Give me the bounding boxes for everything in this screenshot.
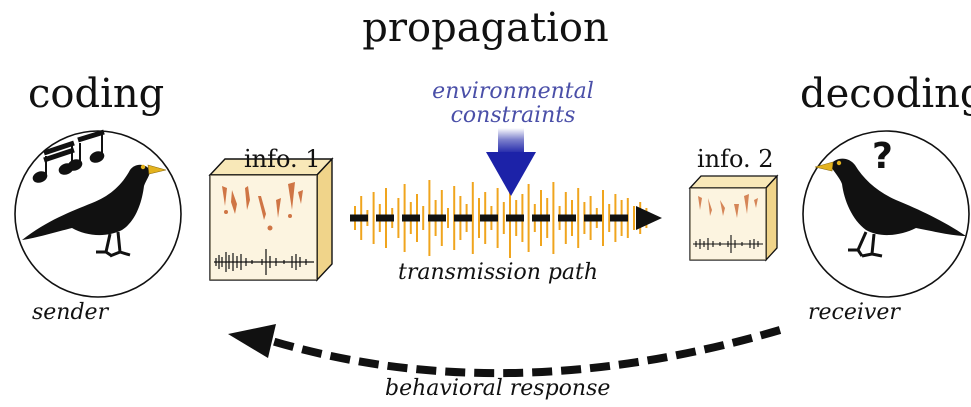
title: propagation	[362, 5, 609, 51]
blackbird-receiver-icon	[814, 158, 966, 258]
coding-heading: coding	[28, 71, 165, 117]
info1-box	[208, 157, 334, 282]
spectrogram-2	[698, 194, 758, 218]
behavioral-response-label: behavioral response	[385, 376, 611, 401]
transmission-path-label: transmission path	[398, 260, 599, 285]
transmission-arrow	[350, 206, 662, 230]
spectrogram-1	[222, 182, 303, 231]
sender-label: sender	[32, 300, 109, 325]
constraint-arrow-icon	[486, 128, 536, 196]
waveform-2	[693, 235, 763, 253]
info1-label: info. 1	[244, 145, 321, 173]
receiver-label: receiver	[808, 300, 900, 325]
signal-bars	[354, 178, 648, 258]
blackbird-sender-icon	[22, 164, 167, 258]
question-mark-icon: ?	[872, 136, 893, 177]
music-notes-icon	[32, 129, 105, 183]
environmental-constraints-label: environmental constraints	[400, 80, 626, 128]
env-line-1: environmental	[432, 79, 594, 104]
decoding-heading: decoding	[800, 71, 971, 117]
env-line-2: constraints	[450, 102, 576, 128]
info2-box	[688, 174, 779, 262]
response-arrow	[228, 324, 782, 378]
info2-label: info. 2	[697, 145, 774, 173]
waveform-1	[214, 249, 314, 275]
